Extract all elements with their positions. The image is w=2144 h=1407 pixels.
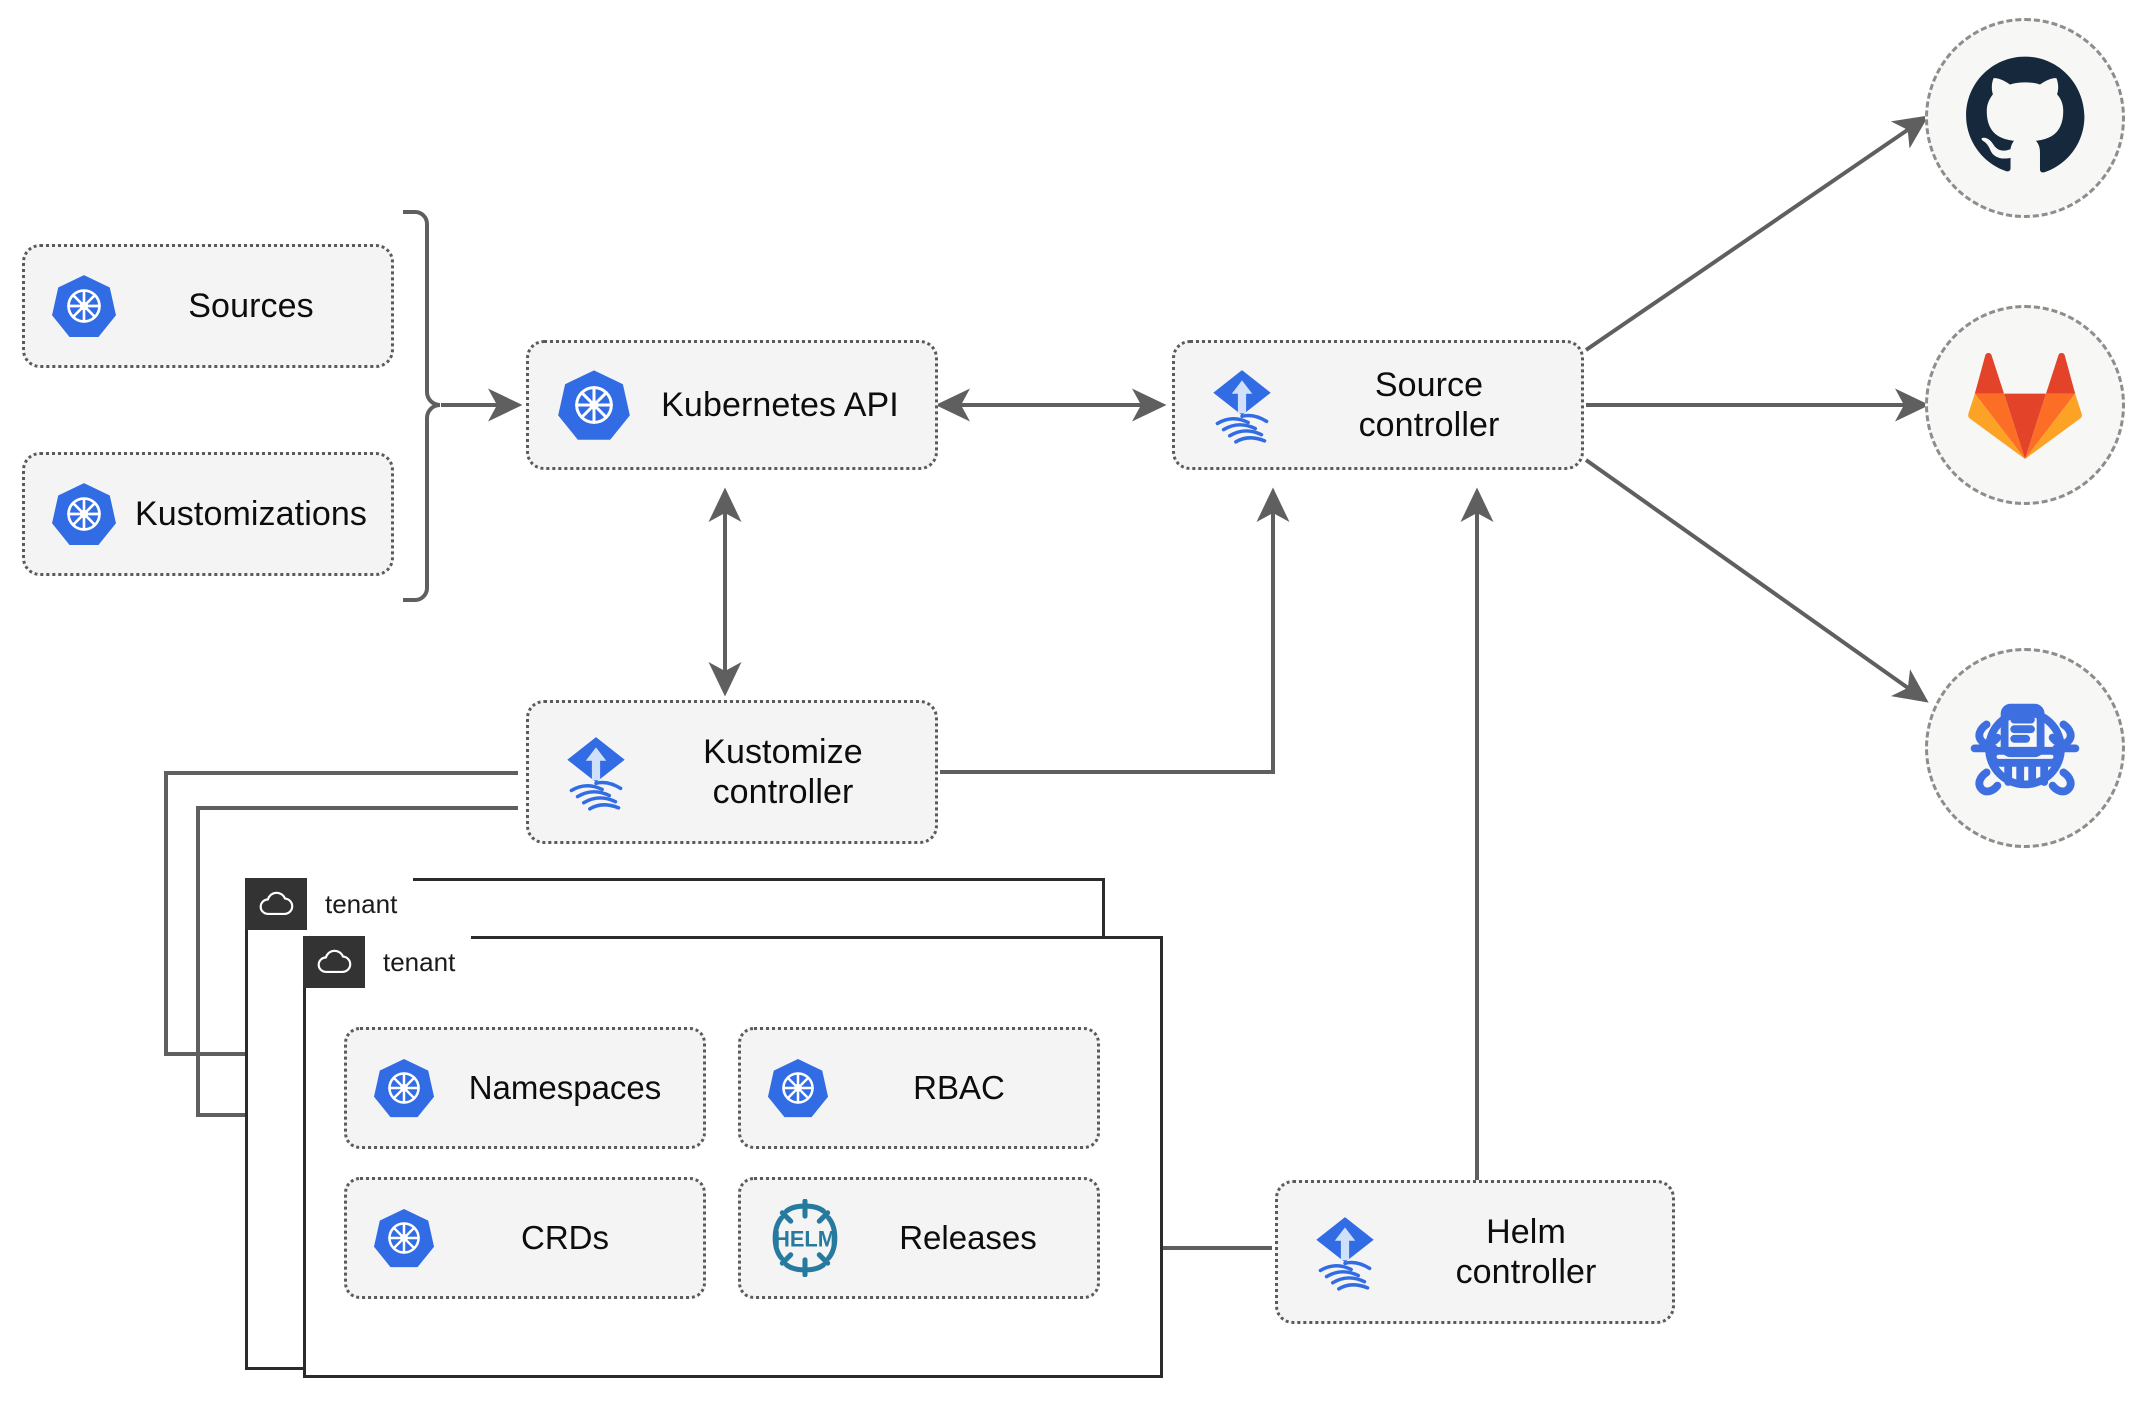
- tenant-header: tenant: [245, 878, 414, 930]
- node-label: Kustomize controller: [703, 732, 863, 811]
- kubernetes-icon: [373, 1207, 435, 1269]
- cell-label: RBAC: [913, 1069, 1005, 1106]
- kubernetes-icon: [51, 481, 117, 547]
- cloud-icon: [303, 936, 365, 988]
- cell-label: Releases: [899, 1219, 1037, 1256]
- cell-releases[interactable]: HELM Releases: [738, 1177, 1100, 1299]
- artifact-source-chart-repository[interactable]: [1925, 648, 2125, 848]
- tenant-header: tenant: [303, 936, 472, 988]
- node-kustomizations[interactable]: Kustomizations: [22, 452, 394, 576]
- artifact-source-github[interactable]: [1925, 18, 2125, 218]
- tenant-label: tenant: [307, 878, 414, 930]
- node-label: Sources: [188, 286, 314, 325]
- cell-namespaces[interactable]: Namespaces: [344, 1027, 706, 1149]
- node-kubernetes-api[interactable]: Kubernetes API: [526, 340, 938, 470]
- svg-text:HELM: HELM: [774, 1226, 836, 1251]
- node-source-controller[interactable]: Source controller: [1172, 340, 1584, 470]
- cell-label: CRDs: [521, 1219, 609, 1256]
- gitlab-icon: [1966, 347, 2084, 464]
- flux-icon: [1201, 364, 1283, 446]
- node-label: Source controller: [1358, 365, 1500, 444]
- node-kustomize-controller[interactable]: Kustomize controller: [526, 700, 938, 844]
- github-icon: [1963, 54, 2087, 183]
- node-label: Kustomizations: [135, 494, 367, 533]
- tenant-frame-inner[interactable]: tenant Namespaces: [303, 936, 1163, 1378]
- helm-icon: HELM: [763, 1199, 847, 1277]
- cell-crds[interactable]: CRDs: [344, 1177, 706, 1299]
- kubernetes-icon: [51, 273, 117, 339]
- kubernetes-icon: [373, 1057, 435, 1119]
- kubernetes-icon: [557, 368, 631, 442]
- artifact-source-gitlab[interactable]: [1925, 305, 2125, 505]
- kubernetes-icon: [767, 1057, 829, 1119]
- node-label: Kubernetes API: [661, 385, 899, 424]
- node-label: Helm controller: [1455, 1212, 1597, 1291]
- cloud-icon: [245, 878, 307, 930]
- flux-icon: [555, 731, 637, 813]
- flux-icon: [1304, 1211, 1386, 1293]
- cell-rbac[interactable]: RBAC: [738, 1027, 1100, 1149]
- cell-label: Namespaces: [468, 1069, 662, 1106]
- helm-chart-repository-icon: [1965, 686, 2085, 811]
- node-sources[interactable]: Sources: [22, 244, 394, 368]
- node-helm-controller[interactable]: Helm controller: [1275, 1180, 1675, 1324]
- tenant-label: tenant: [365, 936, 472, 988]
